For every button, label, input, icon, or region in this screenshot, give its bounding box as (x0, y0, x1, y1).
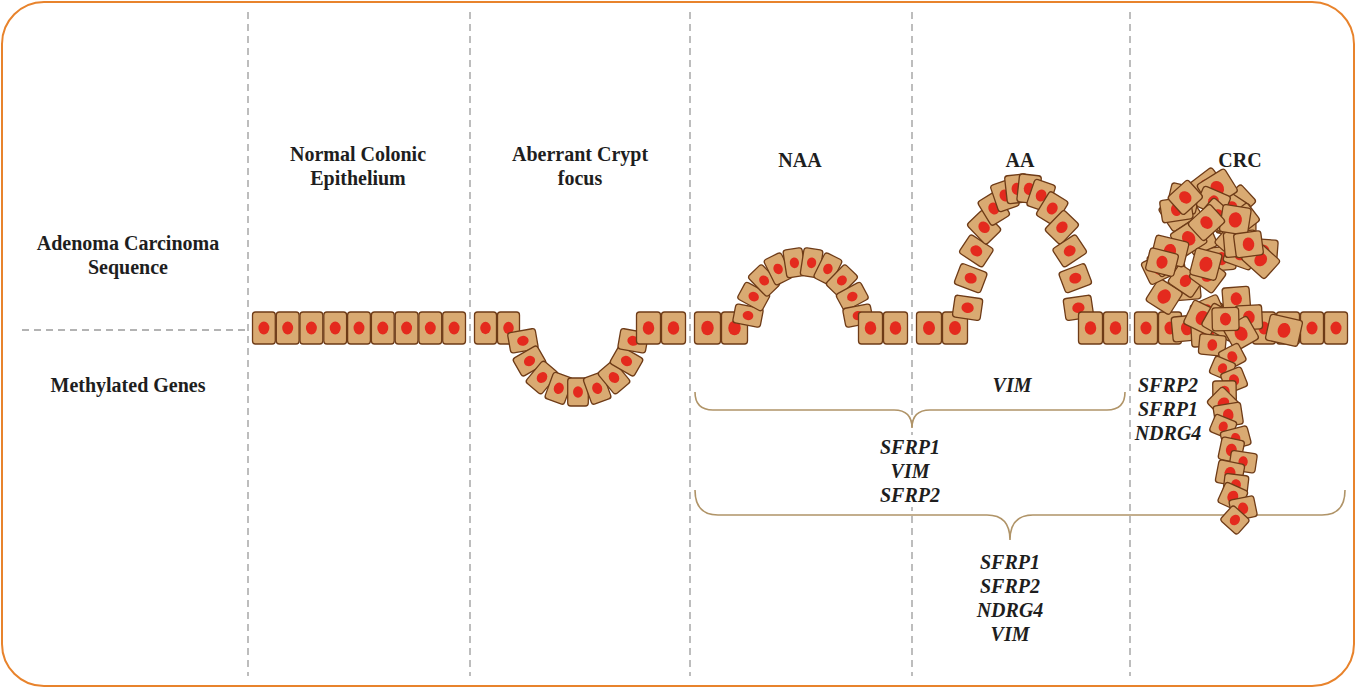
gene-name: SFRP1 (1135, 397, 1201, 421)
cell (954, 263, 988, 294)
stage-heading: NAA (778, 148, 821, 172)
cell (1058, 263, 1092, 294)
cell (1325, 312, 1348, 344)
gene-name: SFRP2 (977, 574, 1043, 598)
cell (1104, 312, 1128, 344)
cell (1079, 312, 1103, 344)
gene-name: SFRP2 (1135, 373, 1201, 397)
cell (348, 312, 371, 344)
cell (371, 312, 394, 344)
gene-name: VIM (988, 622, 1033, 646)
cell (1265, 314, 1303, 347)
row-heading: Adenoma Carcinoma Sequence (21, 231, 236, 279)
cell (917, 312, 942, 344)
cell (300, 312, 323, 344)
cell (395, 312, 418, 344)
gene-name: NDRG4 (1132, 421, 1205, 445)
stage-heading: Aberrant Crypt focus (498, 142, 663, 190)
cell (253, 312, 276, 344)
cell (324, 312, 347, 344)
cell (419, 312, 442, 344)
cell (1220, 505, 1250, 535)
gene-name: VIM (990, 373, 1035, 397)
column-dividers (22, 12, 1130, 676)
gene-name: NDRG4 (974, 598, 1047, 622)
cell (1301, 312, 1324, 344)
cell (637, 312, 661, 344)
cell (276, 312, 299, 344)
row-heading: Methylated Genes (51, 373, 206, 397)
cell (1135, 312, 1158, 344)
cell (952, 295, 983, 321)
gene-name: SFRP2 (877, 483, 943, 507)
cell (443, 312, 466, 344)
cell (859, 312, 883, 344)
epithelial-cells (253, 167, 1348, 535)
stage-heading: AA (1006, 148, 1035, 172)
gene-name: SFRP1 (977, 550, 1043, 574)
gene-name: SFRP1 (877, 435, 943, 459)
cell (1212, 307, 1239, 331)
cell (695, 312, 721, 344)
stage-heading: CRC (1218, 148, 1261, 172)
cell (1167, 179, 1203, 215)
cell (1145, 247, 1179, 277)
cell (1187, 204, 1225, 242)
cell (662, 312, 686, 344)
cell (475, 312, 497, 344)
gene-name: VIM (888, 459, 933, 483)
cell (1233, 231, 1263, 258)
cell (884, 312, 908, 344)
cell (1189, 248, 1222, 281)
cell (1052, 234, 1087, 268)
curly-braces (695, 392, 1345, 540)
stage-heading: Normal Colonic Epithelium (276, 142, 441, 190)
